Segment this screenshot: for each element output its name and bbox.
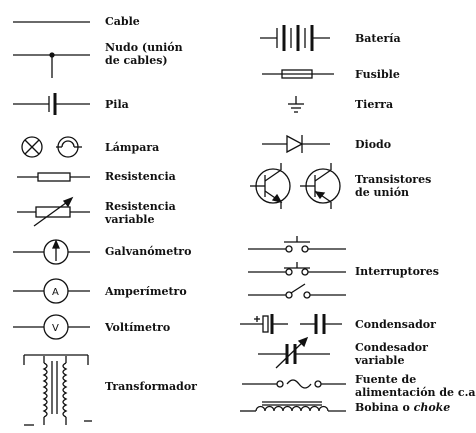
label-resistor: Resistencia [105, 170, 176, 183]
choke-coil-symbol [240, 401, 346, 412]
pnp-transistor-symbol [300, 163, 341, 209]
ammeter-symbol: A [13, 278, 90, 304]
label-capacitor: Condensador [355, 318, 436, 331]
label-ammeter: Amperímetro [105, 285, 187, 298]
label-node-line1: Nudo (unión [105, 41, 183, 54]
label-lamp: Lámpara [105, 141, 160, 154]
electrolytic-capacitor-symbol [240, 314, 288, 334]
label-variable-capacitor-line2: variable [355, 354, 405, 367]
capacitor-symbol [300, 314, 342, 334]
lamp-symbol [21, 136, 82, 158]
ground-symbol [288, 96, 304, 113]
label-switches: Interruptores [355, 265, 439, 278]
label-choke: Bobina o choke [355, 401, 450, 414]
voltmeter-symbol: V [13, 314, 90, 340]
galvanometer-symbol [13, 239, 90, 265]
label-cell: Pila [105, 98, 129, 111]
node-symbol [13, 52, 90, 78]
diode-symbol [262, 134, 330, 154]
label-cable: Cable [105, 15, 140, 28]
label-diode: Diodo [355, 138, 392, 151]
label-ac-source-line1: Fuente de [355, 373, 417, 386]
label-variable-resistor-line2: variable [105, 213, 155, 226]
label-node-line2: de cables) [105, 54, 168, 67]
label-transistors-line1: Transistores [355, 173, 432, 186]
switch-push-closed-symbol [248, 262, 346, 276]
voltmeter-letter: V [52, 323, 59, 334]
label-ground: Tierra [355, 98, 394, 111]
fuse-symbol [262, 69, 334, 79]
label-battery: Batería [355, 32, 401, 45]
label-choke-text: Bobina o [355, 401, 414, 414]
label-transformer: Transformador [105, 380, 197, 393]
label-fuse: Fusible [355, 68, 400, 81]
resistor-symbol [17, 172, 90, 182]
label-variable-resistor-line1: Resistencia [105, 200, 176, 213]
label-ac-source-line2: alimentación de c.a. [355, 386, 476, 399]
variable-capacitor-symbol [258, 336, 330, 369]
switch-toggle-symbol [248, 283, 346, 299]
label-choke-italic: choke [413, 401, 451, 414]
variable-resistor-symbol [17, 196, 90, 227]
cell-symbol [13, 93, 90, 115]
label-voltmeter: Voltímetro [105, 321, 171, 334]
transformer-symbol [23, 354, 92, 426]
battery-symbol [260, 25, 330, 51]
label-galvanometer: Galvanómetro [105, 245, 192, 258]
ammeter-letter: A [52, 287, 59, 298]
ac-source-symbol [242, 379, 346, 389]
label-transistors-line2: de unión [355, 186, 410, 199]
npn-transistor-symbol [250, 163, 291, 209]
label-variable-capacitor-line1: Condesador [355, 341, 428, 354]
switch-push-open-symbol [248, 236, 346, 253]
